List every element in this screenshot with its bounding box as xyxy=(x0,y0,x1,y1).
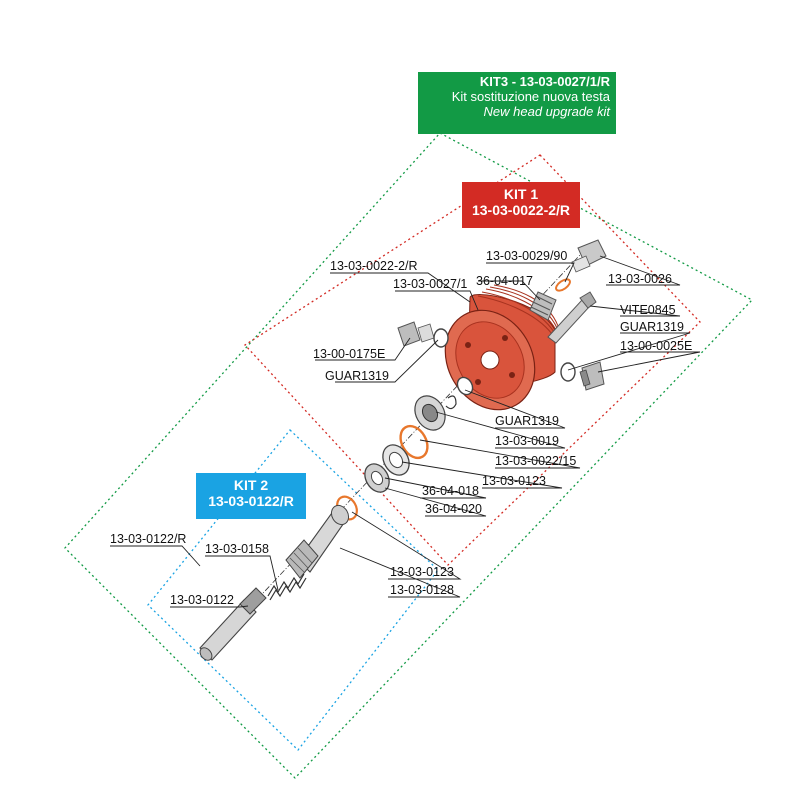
label-plug-left: 13-00-0175E xyxy=(313,347,385,361)
kit1-title: KIT 1 xyxy=(503,186,539,202)
piston xyxy=(199,587,267,661)
spring-small xyxy=(267,573,307,601)
label-washer-top: 13-03-0029/90 xyxy=(486,249,567,263)
kit3-description-en: New head upgrade kit xyxy=(483,103,610,119)
kit3-outline xyxy=(64,132,754,779)
kit3-box: KIT3 - 13-03-0027/1/R Kit sostituzione n… xyxy=(418,72,616,134)
sleeve xyxy=(285,504,350,579)
washer-left xyxy=(433,328,449,348)
label-spring-small: 13-03-0158 xyxy=(205,542,269,556)
kit2-code: 13-03-0122/R xyxy=(208,493,294,510)
oring-top xyxy=(555,278,571,292)
kit1-code: 13-03-0022-2/R xyxy=(471,202,571,219)
kit3-title: KIT3 - 13-03-0027/1/R xyxy=(479,74,610,89)
label-spring: 36-04-017 xyxy=(476,274,533,288)
oring-mid xyxy=(399,424,429,460)
label-kit2-assembly: 13-03-0122/R xyxy=(110,532,186,546)
kit2-title: KIT 2 xyxy=(233,477,269,493)
label-ring: 13-03-0022/15 xyxy=(495,454,576,468)
label-ring-018: 36-04-018 xyxy=(422,484,479,498)
label-piston: 13-03-0122 xyxy=(170,593,234,607)
kit1-box: KIT 1 13-03-0022-2/R xyxy=(462,182,580,228)
plug-top xyxy=(571,239,607,273)
valve-seat xyxy=(414,395,446,431)
label-ring-020: 36-04-020 xyxy=(425,502,482,516)
label-guar-mid: GUAR1319 xyxy=(495,414,559,428)
kit1-outline xyxy=(243,154,701,566)
spring-top xyxy=(529,291,557,321)
kit3-description-it: Kit sostituzione nuova testa xyxy=(451,88,610,104)
plug-left xyxy=(397,321,435,347)
label-guar-right: GUAR1319 xyxy=(620,320,684,334)
label-plug-right: 13-00-0025E xyxy=(620,339,692,353)
washer-center xyxy=(456,376,474,396)
label-oring-mid: 13-03-0123 xyxy=(482,474,546,488)
plug-right xyxy=(579,361,605,391)
label-oring-low: 13-03-0123 xyxy=(390,565,454,579)
label-head: 13-03-0027/1 xyxy=(393,277,467,291)
washer-right xyxy=(560,362,576,382)
kit2-box: KIT 2 13-03-0122/R xyxy=(196,473,306,519)
label-screw: VITE0845 xyxy=(620,303,676,317)
label-valve-seat: 13-03-0019 xyxy=(495,434,559,448)
kit2-outline xyxy=(147,429,439,751)
label-guar-left: GUAR1319 xyxy=(325,369,389,383)
label-plug-top: 13-03-0026 xyxy=(608,272,672,286)
label-head-kit: 13-03-0022-2/R xyxy=(330,259,418,273)
label-sleeve: 13-03-0128 xyxy=(390,583,454,597)
clip xyxy=(445,395,457,410)
